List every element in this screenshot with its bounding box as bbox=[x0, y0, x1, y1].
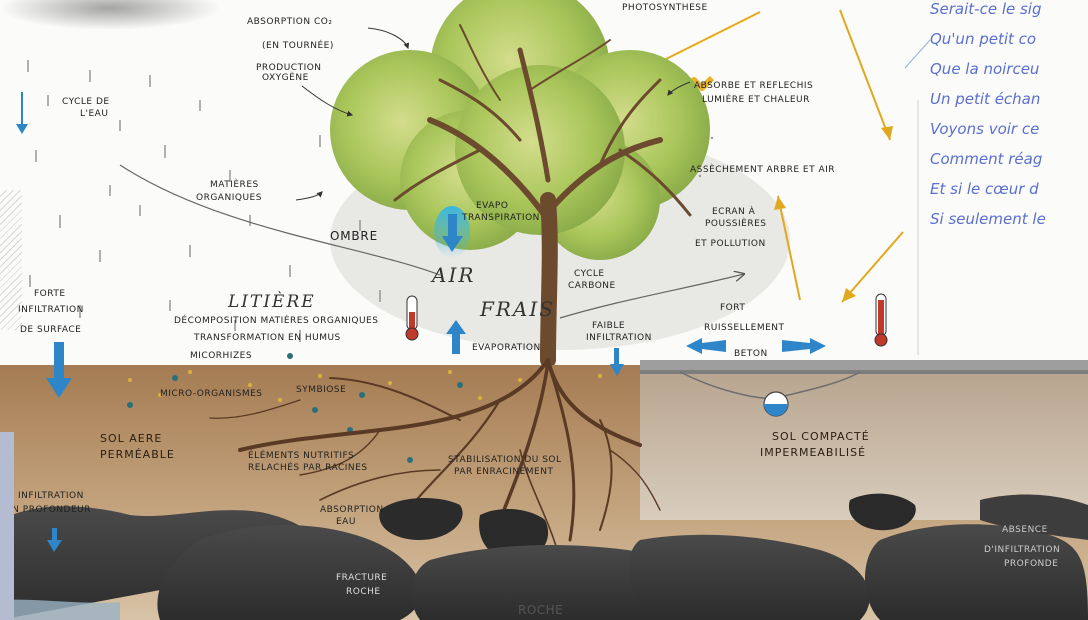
label-cycle-eau-1: CYCLE DE bbox=[62, 97, 110, 107]
poem-line: Que la noirceu bbox=[930, 60, 1039, 78]
label-absence-2: D'INFILTRATION bbox=[984, 545, 1060, 555]
label-roche: ROCHE bbox=[518, 603, 563, 617]
label-stabilisation-1: STABILISATION DU SOL bbox=[448, 455, 562, 465]
label-photosynthese: PHOTOSYNTHESE bbox=[622, 3, 708, 13]
label-decomposition: DÉCOMPOSITION MATIÈRES ORGANIQUES bbox=[174, 314, 378, 326]
label-absorbe-1: ABSORBE ET REFLECHIS bbox=[694, 81, 813, 91]
poem-panel: Serait-ce le sig Qu'un petit co Que la n… bbox=[924, 0, 1088, 300]
label-micro-organismes: MICRO-ORGANISMES bbox=[160, 389, 263, 399]
weak-infiltration-arrow bbox=[614, 348, 619, 366]
label-faible-2: INFILTRATION bbox=[586, 333, 652, 343]
poem-line: Et si le cœur d bbox=[930, 180, 1039, 198]
label-ecran-1: ECRAN À bbox=[712, 205, 756, 217]
label-evapo-2: TRANSPIRATION bbox=[461, 213, 540, 223]
label-matieres-1: MATIÈRES bbox=[210, 178, 259, 190]
deep-infiltration-arrow bbox=[52, 528, 57, 542]
label-fort-2: RUISSELLEMENT bbox=[704, 323, 785, 333]
label-elements-1: ÉLÉMENTS NUTRITIFS bbox=[248, 449, 354, 461]
label-ecran-3: ET POLLUTION bbox=[695, 239, 766, 249]
label-sol-compacte-2: IMPERMEABILISÉ bbox=[760, 446, 866, 459]
surface-infiltration-arrow bbox=[54, 342, 64, 382]
label-frais: FRAIS bbox=[479, 297, 555, 321]
label-absorbe-2: LUMIÈRE ET CHALEUR bbox=[702, 93, 810, 105]
thermometer-cool bbox=[406, 296, 418, 340]
thermometer-hot bbox=[875, 294, 887, 346]
label-en-tournee: (EN TOURNÉE) bbox=[262, 39, 334, 51]
label-absorption-eau-2: EAU bbox=[336, 517, 356, 527]
label-cycle-1: CYCLE bbox=[574, 269, 605, 279]
label-stabilisation-2: PAR ENRACINEMENT bbox=[454, 467, 553, 477]
label-sol-compacte-1: SOL COMPACTÉ bbox=[772, 430, 870, 443]
label-oxygene: OXYGÈNE bbox=[262, 71, 309, 83]
label-ecran-2: POUSSIÈRES bbox=[705, 217, 767, 229]
label-sol-aere-1: SOL AERE bbox=[100, 432, 162, 445]
poem-line: Serait-ce le sig bbox=[930, 0, 1041, 18]
label-cycle-eau-2: L'EAU bbox=[80, 109, 108, 119]
label-fracture-1: FRACTURE bbox=[336, 573, 387, 583]
label-forte-3: DE SURFACE bbox=[20, 325, 81, 335]
label-infiltration-prof-2: EN PROFONDEUR bbox=[6, 505, 91, 515]
poem-line: Un petit échan bbox=[930, 90, 1040, 108]
label-forte-1: FORTE bbox=[34, 289, 66, 299]
label-production: PRODUCTION bbox=[256, 63, 322, 73]
label-matieres-2: ORGANIQUES bbox=[196, 193, 262, 203]
hatch-decoration bbox=[0, 190, 22, 330]
label-absorption-eau-1: ABSORPTION bbox=[320, 505, 384, 515]
side-panel-edge bbox=[0, 432, 14, 620]
evaporation-arrow bbox=[452, 332, 460, 354]
poem-line: Si seulement le bbox=[930, 210, 1046, 228]
label-ombre: OMBRE bbox=[330, 229, 378, 243]
label-elements-2: RELACHÉS PAR RACINES bbox=[248, 461, 368, 473]
poem-line: Comment réag bbox=[930, 150, 1042, 168]
label-forte-2: INFILTRATION bbox=[18, 305, 84, 315]
concrete-slab bbox=[640, 360, 1088, 370]
label-litiere: LITIÈRE bbox=[227, 291, 316, 312]
label-assechement: ASSÈCHEMENT ARBRE ET AIR bbox=[690, 163, 835, 175]
label-cycle-2: CARBONE bbox=[568, 281, 616, 291]
label-fracture-2: ROCHE bbox=[346, 587, 381, 597]
label-absence-1: ABSENCE bbox=[1002, 525, 1048, 535]
poem-line: Qu'un petit co bbox=[930, 30, 1036, 48]
label-micorhizes: MICORHIZES bbox=[190, 351, 252, 361]
label-transformation: TRANSFORMATION EN HUMUS bbox=[193, 333, 341, 343]
label-symbiose: SYMBIOSE bbox=[296, 385, 346, 395]
label-absence-3: PROFONDE bbox=[1004, 559, 1058, 569]
label-absorption-co2: ABSORPTION CO₂ bbox=[247, 17, 332, 27]
label-beton: BETON bbox=[734, 349, 768, 359]
label-sol-aere-2: PERMÉABLE bbox=[100, 448, 175, 461]
label-infiltration-prof-1: INFILTRATION bbox=[18, 491, 84, 501]
label-air: AIR bbox=[430, 263, 475, 287]
label-evaporation: EVAPORATION bbox=[472, 343, 541, 353]
label-faible-1: FAIBLE bbox=[592, 321, 625, 331]
label-fort-1: FORT bbox=[720, 303, 745, 313]
poem-line: Voyons voir ce bbox=[930, 120, 1039, 138]
label-evapo-1: EVAPO bbox=[476, 201, 508, 211]
